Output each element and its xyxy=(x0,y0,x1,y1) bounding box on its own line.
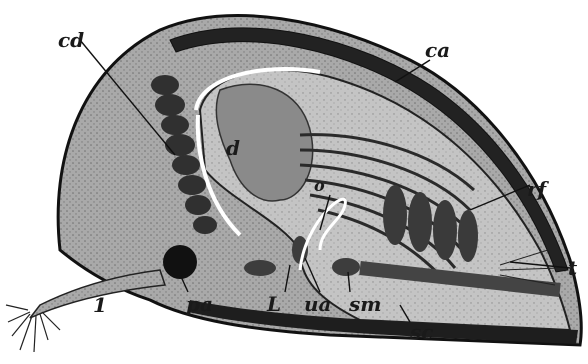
label-o: o xyxy=(314,178,325,194)
label-sc: sc xyxy=(410,322,433,342)
label-pa: pa xyxy=(186,294,213,314)
label-ca: ca xyxy=(425,40,450,60)
label-L: L xyxy=(267,294,281,314)
label-sm: sm xyxy=(349,294,381,314)
label-ua: ua xyxy=(304,294,332,314)
label-d: d xyxy=(226,138,240,158)
label-1: 1 xyxy=(93,295,107,315)
foot-tentacles xyxy=(6,305,60,352)
label-cd: cd xyxy=(58,30,84,50)
label-rf: rf xyxy=(527,179,546,199)
label-t: t xyxy=(568,258,577,278)
